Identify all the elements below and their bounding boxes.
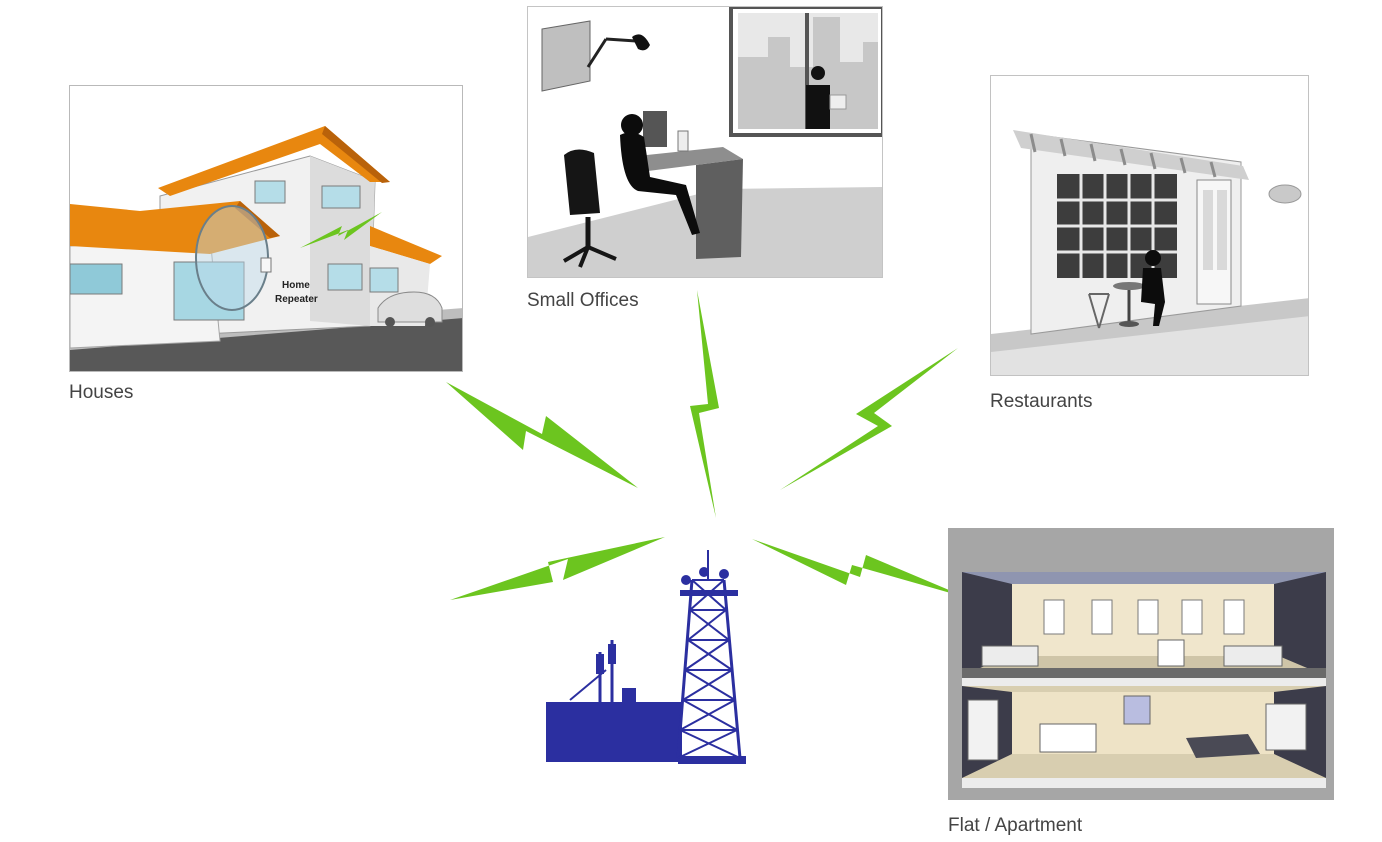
- signal-bolt-houses: [446, 382, 638, 488]
- signal-bolt-apartment: [752, 539, 968, 598]
- home-repeater-label-line1: Home: [282, 280, 310, 291]
- cell-tower: [528, 540, 748, 770]
- apartment-label: Flat / Apartment: [948, 815, 1082, 837]
- signal-bolt-offices: [690, 290, 719, 518]
- restaurants-image: [990, 75, 1309, 376]
- signal-bolt-restaurants: [780, 348, 958, 490]
- home-repeater-label-line2: Repeater: [275, 294, 318, 305]
- houses-image: Home Repeater: [69, 85, 463, 372]
- apartment-image: [948, 528, 1334, 800]
- houses-label: Houses: [69, 382, 133, 404]
- restaurants-label: Restaurants: [990, 391, 1092, 413]
- small-offices-image: [527, 6, 883, 278]
- small-offices-label: Small Offices: [527, 290, 639, 312]
